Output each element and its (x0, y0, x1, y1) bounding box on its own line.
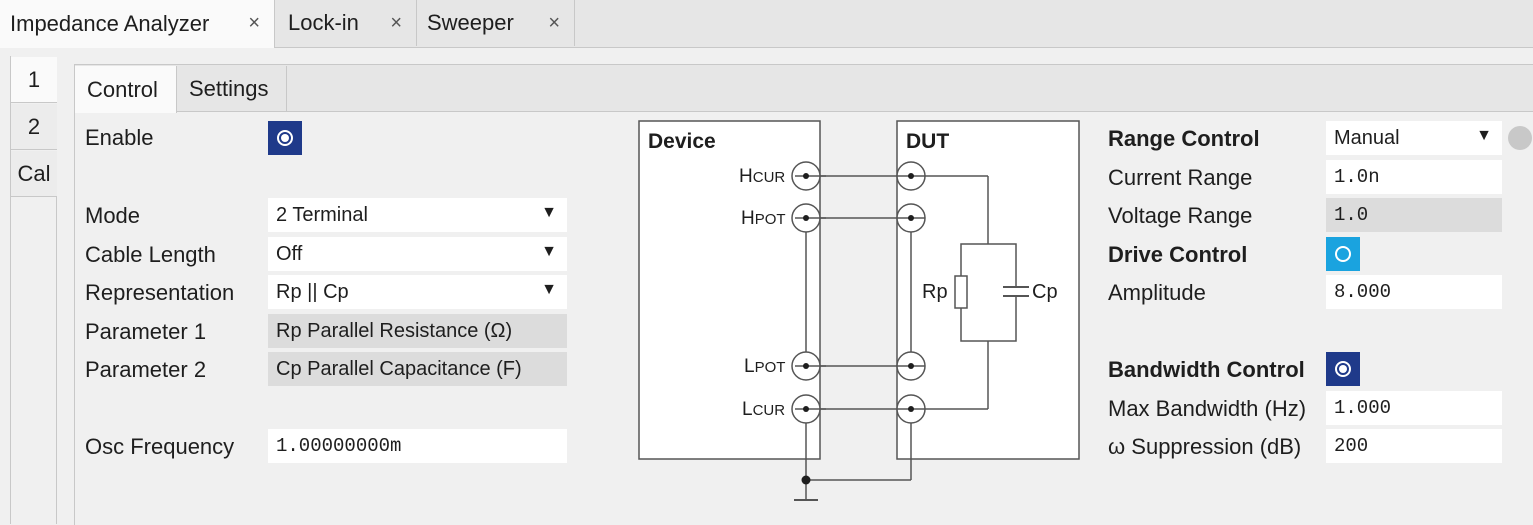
amplitude-label: Amplitude (1108, 280, 1206, 305)
current-range-value: 1.0n (1334, 166, 1380, 188)
dropdown-icon: ▼ (541, 281, 557, 298)
tab-label: Impedance Analyzer (10, 11, 210, 36)
tab-sweeper[interactable]: Sweeper × (417, 0, 575, 46)
enable-label: Enable (85, 125, 154, 150)
voltage-range-value: 1.0 (1334, 204, 1369, 226)
tab-label: Lock-in (288, 10, 359, 35)
parameter1-label: Parameter 1 (85, 319, 207, 344)
osc-frequency-label: Osc Frequency (85, 434, 235, 459)
current-range-label: Current Range (1108, 165, 1253, 190)
osc-frequency-input[interactable]: 1.00000000m (268, 429, 567, 463)
parameter2-value: Cp Parallel Capacitance (F) (276, 357, 522, 380)
close-icon[interactable]: × (548, 12, 560, 34)
representation-label: Representation (85, 280, 235, 305)
connection-diagram: Device DUT HCUR HPOT LPOT LCUR Rp Cp (638, 120, 1080, 501)
side-border (0, 56, 11, 524)
osc-frequency-value: 1.00000000m (276, 435, 402, 457)
radio-on-icon (1335, 361, 1351, 377)
dropdown-icon: ▼ (541, 204, 557, 221)
side-tab-2[interactable]: 2 (11, 104, 57, 150)
bandwidth-control-label: Bandwidth Control (1108, 357, 1305, 382)
rp-label: Rp (922, 281, 948, 303)
range-control-value: Manual (1334, 126, 1400, 149)
range-control-label: Range Control (1108, 126, 1260, 151)
dut-label: DUT (906, 130, 949, 153)
svg-text:HPOT: HPOT (741, 208, 786, 229)
tab-control[interactable]: Control (75, 66, 177, 113)
close-icon[interactable]: × (390, 12, 402, 34)
amplitude-value: 8.000 (1334, 281, 1392, 303)
tab-impedance-analyzer[interactable]: Impedance Analyzer × (0, 0, 275, 48)
svg-text:LCUR: LCUR (742, 399, 785, 420)
omega-suppression-input[interactable]: 200 (1326, 429, 1502, 463)
parameter1-value: Rp Parallel Resistance (Ω) (276, 319, 513, 342)
omega-suppression-label: ω Suppression (dB) (1108, 434, 1302, 459)
bandwidth-control-toggle[interactable] (1326, 352, 1360, 386)
svg-text:HCUR: HCUR (739, 166, 785, 187)
max-bandwidth-input[interactable]: 1.000 (1326, 391, 1502, 425)
dropdown-icon: ▼ (541, 243, 557, 260)
range-control-select[interactable]: Manual ▼ (1326, 121, 1502, 155)
max-bandwidth-value: 1.000 (1334, 397, 1392, 419)
voltage-range-field: 1.0 (1326, 198, 1502, 232)
cable-length-label: Cable Length (85, 242, 216, 267)
radio-on-icon (277, 130, 293, 146)
representation-select[interactable]: Rp || Cp ▼ (268, 275, 567, 309)
side-tab-1[interactable]: 1 (11, 57, 57, 103)
dropdown-icon: ▼ (1476, 127, 1492, 144)
side-divider (56, 197, 57, 524)
tab-lock-in[interactable]: Lock-in × (276, 0, 417, 46)
mode-label: Mode (85, 203, 141, 228)
enable-toggle[interactable] (268, 121, 302, 155)
max-bandwidth-label: Max Bandwidth (Hz) (1108, 396, 1307, 421)
cable-length-value: Off (276, 242, 303, 265)
parameter2-field: Cp Parallel Capacitance (F) (268, 352, 567, 386)
current-range-input[interactable]: 1.0n (1326, 160, 1502, 194)
drive-control-label: Drive Control (1108, 242, 1248, 267)
parameter2-label: Parameter 2 (85, 357, 207, 382)
omega-suppression-value: 200 (1334, 435, 1369, 457)
tab-label: Sweeper (427, 10, 514, 35)
svg-text:LPOT: LPOT (744, 356, 785, 377)
radio-off-icon (1335, 246, 1351, 262)
voltage-range-label: Voltage Range (1108, 203, 1253, 228)
cp-label: Cp (1032, 281, 1058, 303)
cable-length-select[interactable]: Off ▼ (268, 237, 567, 271)
parameter1-field: Rp Parallel Resistance (Ω) (268, 314, 567, 348)
sub-tab-bar (75, 65, 1533, 112)
device-label: Device (648, 130, 716, 153)
side-tab-cal[interactable]: Cal (11, 151, 57, 197)
mode-value: 2 Terminal (276, 203, 368, 226)
tab-settings[interactable]: Settings (177, 66, 287, 112)
drive-control-toggle[interactable] (1326, 237, 1360, 271)
device-box (638, 120, 821, 460)
amplitude-input[interactable]: 8.000 (1326, 275, 1502, 309)
status-led-icon (1508, 126, 1532, 150)
mode-select[interactable]: 2 Terminal ▼ (268, 198, 567, 232)
close-icon[interactable]: × (248, 12, 260, 34)
representation-value: Rp || Cp (276, 280, 349, 303)
